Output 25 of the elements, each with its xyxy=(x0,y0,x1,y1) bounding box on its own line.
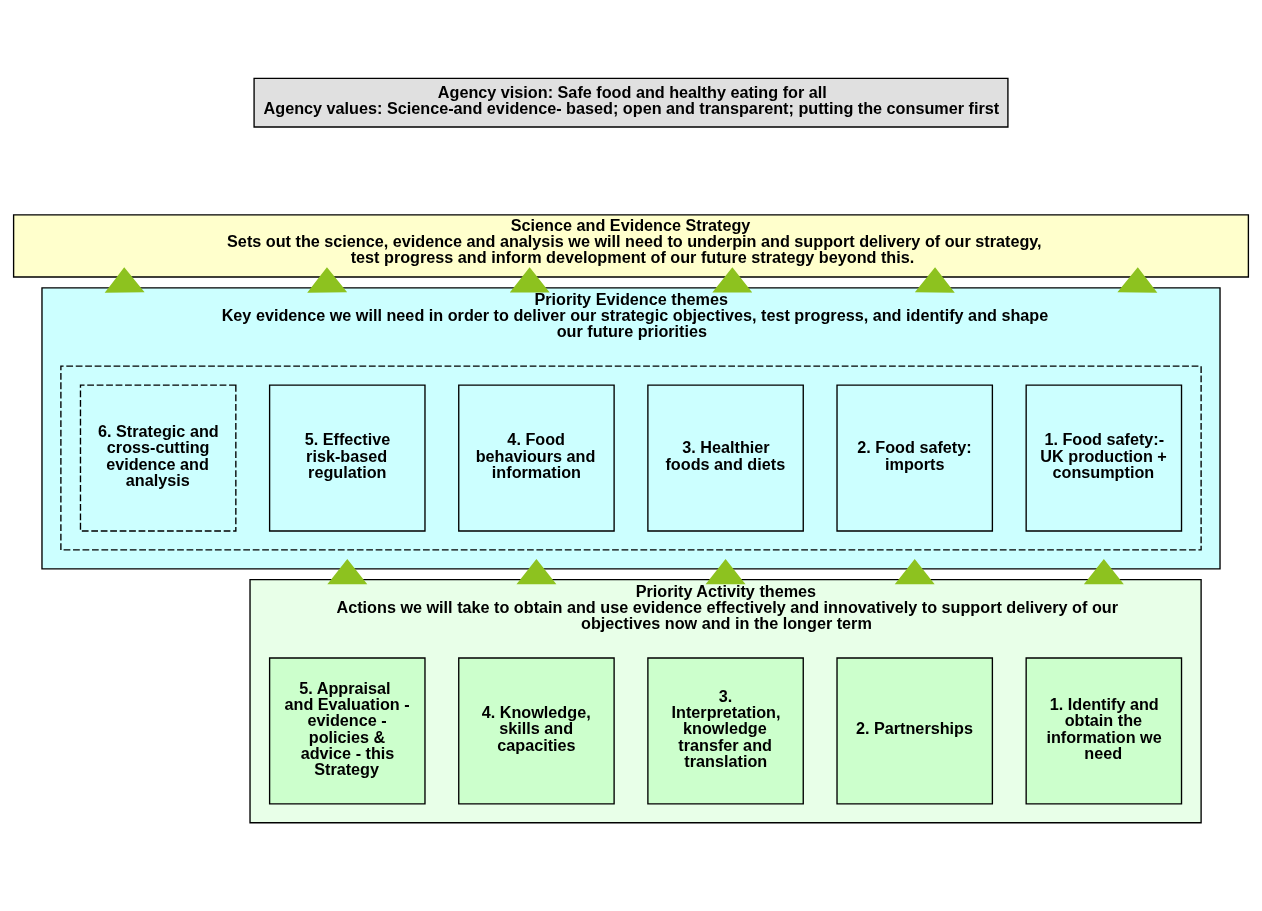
cluster xyxy=(60,365,1202,551)
node-box: Science and Evidence Strategy Sets out the science, evidence and analysis we will need to underpin and support delivery of our strategy, test progress and inform development of our future strategy beyond this. xyxy=(12,213,1250,278)
node-box: 6. Strategic and cross-cutting evidence and analysis xyxy=(79,383,237,532)
node-box: 5. Effective risk-based regulation xyxy=(268,383,426,532)
arrow xyxy=(712,266,753,293)
arrow xyxy=(104,266,145,293)
arrow xyxy=(705,558,746,584)
arrow xyxy=(307,266,348,293)
arrow xyxy=(509,266,550,293)
arrow xyxy=(914,266,955,293)
node-box: 2. Food safety: imports xyxy=(836,383,994,532)
node-box: 3. Healthier foods and diets xyxy=(647,383,804,532)
arrow xyxy=(516,558,557,584)
node-box: 4. Knowledge, skills and capacities xyxy=(458,656,615,805)
arrow xyxy=(1083,558,1124,584)
node-box: 2. Partnerships xyxy=(836,656,994,805)
arrow xyxy=(1117,266,1158,293)
node-box: 4. Food behaviours and information xyxy=(458,383,615,532)
node-box: 1. Food safety:- UK production + consumption xyxy=(1025,383,1183,532)
node-box: Agency vision: Safe food and healthy eating for all Agency values: Science-and evidence- based; open and transparent; putting the consumer first xyxy=(253,77,1009,128)
node-box: 5. Appraisal and Evaluation - evidence - policies & advice - this Strategy xyxy=(268,656,426,805)
arrow xyxy=(894,558,935,584)
node-box: 3. Interpretation, knowledge transfer and translation xyxy=(647,656,804,805)
arrow xyxy=(327,558,368,584)
node-box: 1. Identify and obtain the information we need xyxy=(1025,656,1183,805)
